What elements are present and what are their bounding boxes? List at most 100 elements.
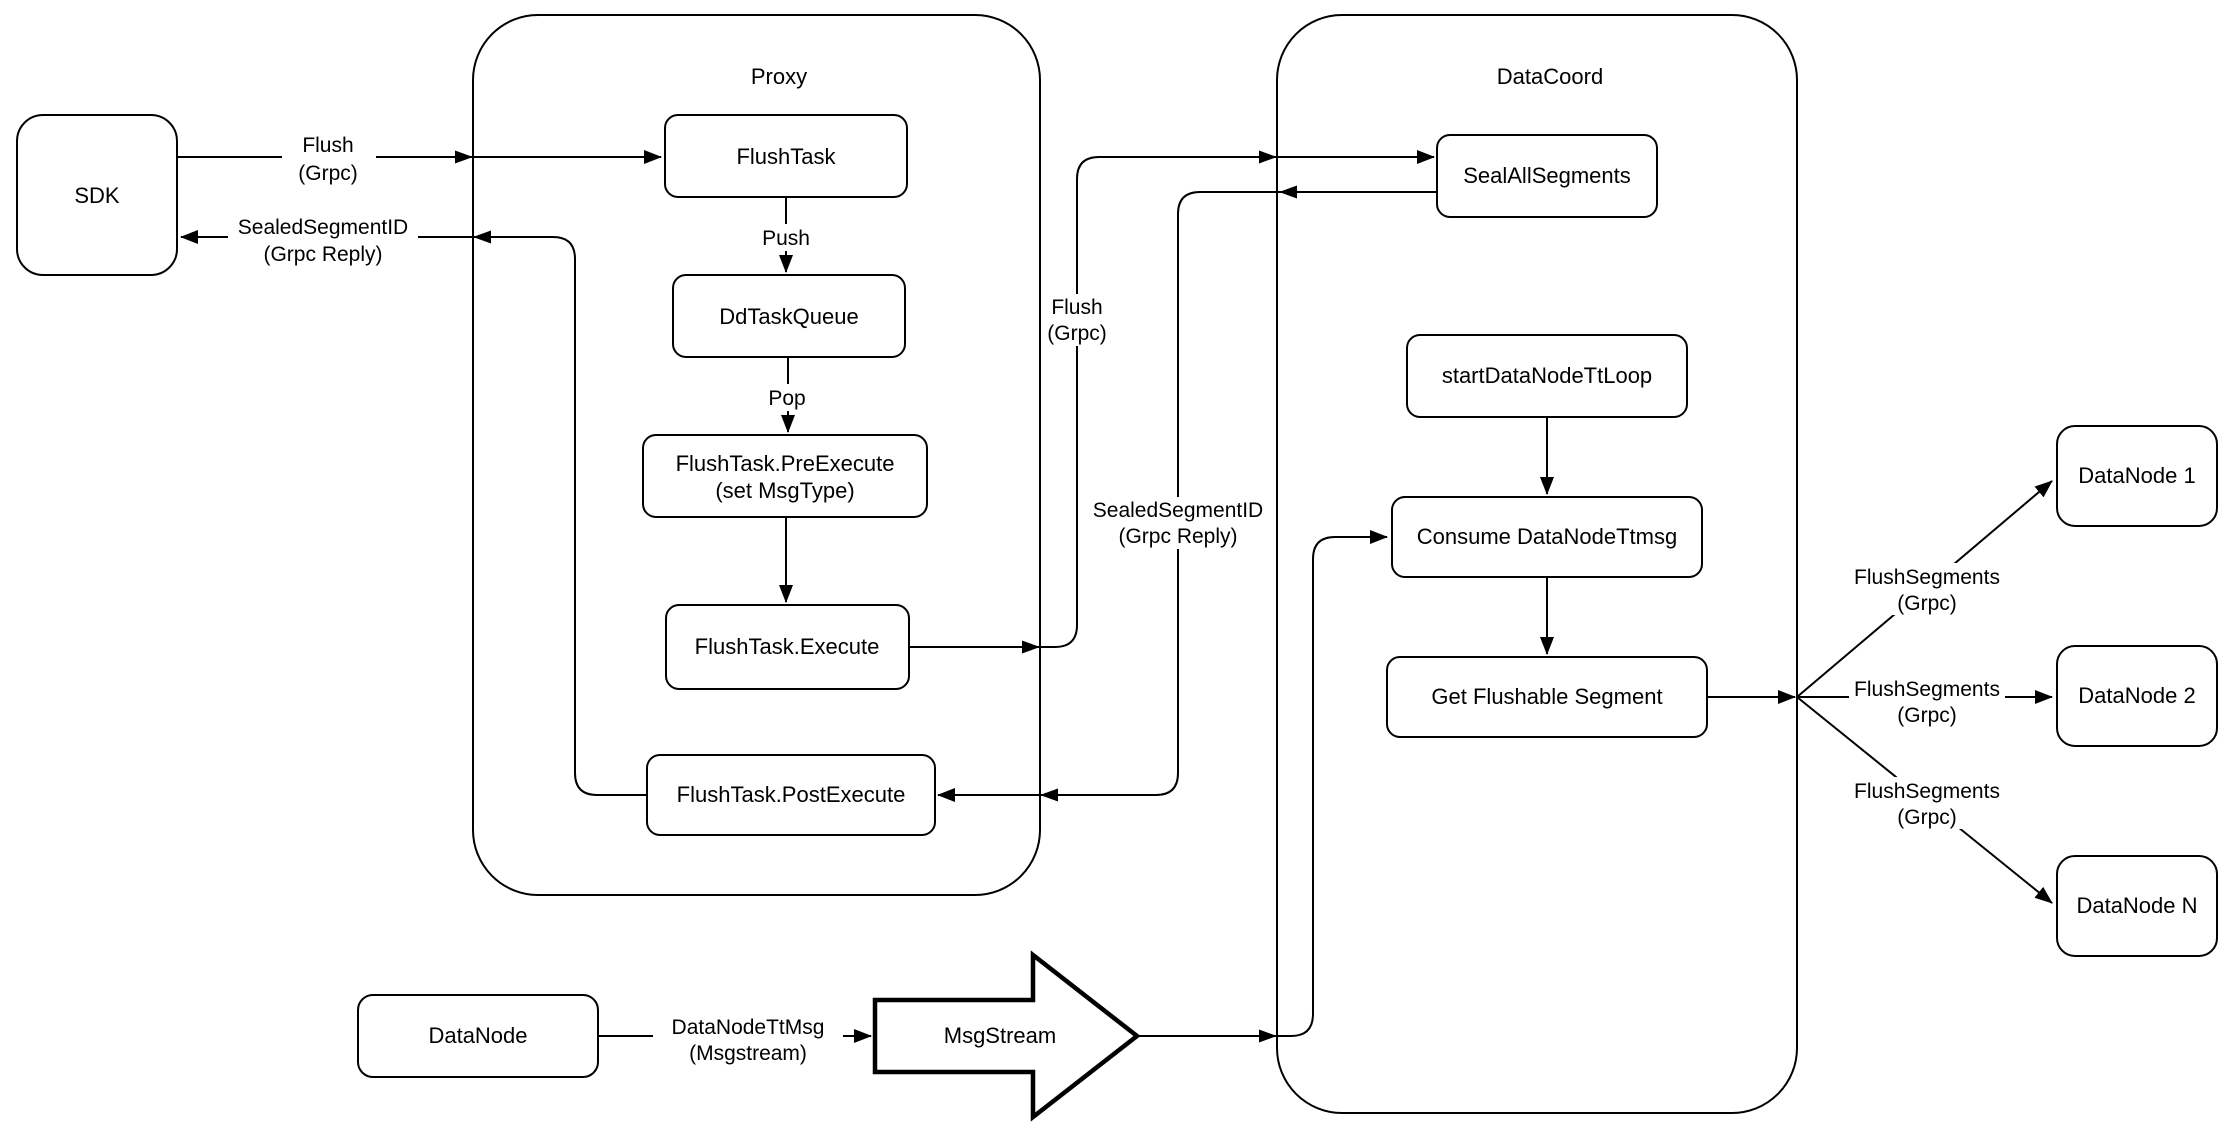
node-flushtask-postexecute-box — [646, 754, 936, 836]
svg-text:(Grpc Reply): (Grpc Reply) — [1118, 525, 1237, 548]
sealed-sdk-label-bg — [228, 213, 418, 269]
flushsegments2-label-bg — [1849, 675, 2005, 727]
svg-text:(Grpc): (Grpc) — [1897, 806, 1957, 829]
node-get-flushable-segment: Get Flushable Segment — [1386, 656, 1708, 738]
svg-text:SealedSegmentID: SealedSegmentID — [238, 216, 408, 239]
svg-text:Get Flushable Segment: Get Flushable Segment — [1431, 684, 1662, 709]
edge-sealall-proxy-boundary-arrowhead — [1040, 788, 1058, 802]
datanodettmsg-label-bg — [653, 1013, 843, 1065]
edge-sealall-datacoord-boundary-arrowhead — [1279, 185, 1297, 199]
edge-label-backgrounds — [228, 131, 2005, 1065]
edge-label-datanodettmsg: DataNodeTtMsg (Msgstream) — [672, 1016, 825, 1065]
node-datanoden: DataNode N — [2056, 855, 2218, 957]
svg-text:(Grpc Reply): (Grpc Reply) — [263, 243, 382, 266]
svg-text:(Msgstream): (Msgstream) — [689, 1042, 807, 1065]
edge-sdk-to-flushtask-boundary-arrowhead — [455, 150, 473, 164]
svg-text:Push: Push — [762, 227, 810, 250]
edge-execute-proxy-boundary-arrowhead — [1022, 640, 1040, 654]
nodes: SDK FlushTask DdTaskQueue FlushTask.PreE… — [16, 114, 2218, 1122]
svg-text:SDK: SDK — [74, 183, 120, 208]
svg-text:(Grpc): (Grpc) — [1897, 704, 1957, 727]
push-label-bg — [757, 224, 815, 251]
datacoord-container: DataCoord — [1276, 14, 1798, 1114]
node-ddtaskqueue-box — [672, 274, 906, 358]
pop-label-bg — [764, 384, 810, 411]
node-sdk: SDK — [16, 114, 178, 276]
svg-text:(Grpc): (Grpc) — [1897, 592, 1957, 615]
node-datanode-box — [357, 994, 599, 1078]
edge-label-flushsegments-1: FlushSegments (Grpc) — [1854, 566, 2000, 615]
svg-text:Consume DataNodeTtmsg: Consume DataNodeTtmsg — [1417, 524, 1677, 549]
edge-label-flush-sdk-proxy: Flush (Grpc) — [298, 134, 358, 185]
svg-text:FlushTask.Execute: FlushTask.Execute — [695, 634, 880, 659]
node-startdatanodettloop-box — [1406, 334, 1688, 418]
svg-text:SealedSegmentID: SealedSegmentID — [1093, 499, 1263, 522]
node-flushtask-execute: FlushTask.Execute — [665, 604, 910, 690]
svg-text:DataNode 2: DataNode 2 — [2078, 683, 2195, 708]
datacoord-container-title: DataCoord — [1497, 64, 1603, 89]
svg-text:SealAllSegments: SealAllSegments — [1463, 163, 1631, 188]
node-sdk-box — [16, 114, 178, 276]
svg-text:DataNode: DataNode — [428, 1023, 527, 1048]
svg-text:DataNode N: DataNode N — [2076, 893, 2197, 918]
edge-msgstream-datacoord-boundary-arrowhead — [1259, 1029, 1277, 1043]
node-flushtask-execute-box — [665, 604, 910, 690]
edge-label-sealedsegmentid-datacoord: SealedSegmentID (Grpc Reply) — [1093, 499, 1263, 548]
svg-text:(Grpc): (Grpc) — [1047, 322, 1107, 345]
node-startdatanodettloop: startDataNodeTtLoop — [1406, 334, 1688, 418]
svg-text:Flush: Flush — [302, 134, 353, 157]
node-sealallsegments-box — [1436, 134, 1658, 218]
edge-sealallsegments-to-postexecute — [937, 191, 1437, 802]
proxy-container-title: Proxy — [751, 64, 807, 89]
node-flushtask-preexecute: FlushTask.PreExecute (set MsgType) — [642, 434, 928, 518]
svg-text:DataNode 1: DataNode 1 — [2078, 463, 2195, 488]
edge-labels: Flush (Grpc) SealedSegmentID (Grpc Reply… — [238, 134, 2000, 1065]
svg-text:FlushSegments: FlushSegments — [1854, 678, 2000, 701]
svg-text:DataNodeTtMsg: DataNodeTtMsg — [672, 1016, 825, 1039]
node-sealallsegments: SealAllSegments — [1436, 134, 1658, 218]
node-datanode1: DataNode 1 — [2056, 425, 2218, 527]
svg-text:FlushTask: FlushTask — [736, 144, 836, 169]
node-consume-datanodettmsg-box — [1391, 496, 1703, 578]
flushsegments1-label-bg — [1849, 563, 2005, 615]
node-get-flushable-segment-box — [1386, 656, 1708, 738]
node-datanoden-box — [2056, 855, 2218, 957]
edge-label-flush-proxy-datacoord: Flush (Grpc) — [1047, 296, 1107, 345]
flush-mid-label-bg — [1043, 294, 1111, 346]
flushsegments3-label-bg — [1849, 777, 2005, 829]
edge-label-flushsegments-2: FlushSegments (Grpc) — [1854, 678, 2000, 727]
edge-label-pop: Pop — [768, 387, 805, 410]
sealed-mid-label-bg — [1084, 497, 1272, 549]
edge-label-push: Push — [762, 227, 810, 250]
node-datanode2: DataNode 2 — [2056, 645, 2218, 747]
svg-text:FlushTask.PreExecute: FlushTask.PreExecute — [676, 451, 895, 476]
edge-label-sealedsegmentid-sdk: SealedSegmentID (Grpc Reply) — [238, 216, 408, 266]
proxy-container-border — [472, 14, 1041, 896]
edge-postexecute-to-sdk — [180, 230, 647, 796]
msgstream-arrow-shape — [872, 950, 1141, 1122]
node-flushtask-box — [664, 114, 908, 198]
edge-execute-datacoord-boundary-arrowhead — [1259, 150, 1277, 164]
svg-text:startDataNodeTtLoop: startDataNodeTtLoop — [1442, 363, 1652, 388]
svg-text:FlushSegments: FlushSegments — [1854, 566, 2000, 589]
node-flushtask: FlushTask — [664, 114, 908, 198]
edge-execute-to-sealallsegments — [909, 150, 1435, 648]
proxy-container: Proxy — [472, 14, 1041, 896]
edges — [177, 150, 2053, 1043]
edge-msgstream-to-consume — [1139, 530, 1388, 1037]
svg-text:Pop: Pop — [768, 387, 805, 410]
node-consume-datanodettmsg: Consume DataNodeTtmsg — [1391, 496, 1703, 578]
node-flushtask-postexecute: FlushTask.PostExecute — [646, 754, 936, 836]
node-ddtaskqueue: DdTaskQueue — [672, 274, 906, 358]
edge-label-flushsegments-3: FlushSegments (Grpc) — [1854, 780, 2000, 829]
svg-text:FlushSegments: FlushSegments — [1854, 780, 2000, 803]
flush-sdk-label-bg — [282, 131, 376, 187]
svg-text:Flush: Flush — [1051, 296, 1102, 319]
svg-text:FlushTask.PostExecute: FlushTask.PostExecute — [677, 782, 906, 807]
edge-postexecute-to-sdk-boundary-arrowhead — [473, 230, 491, 244]
node-msgstream: MsgStream — [872, 950, 1141, 1122]
node-datanode1-box — [2056, 425, 2218, 527]
svg-text:DdTaskQueue: DdTaskQueue — [719, 304, 858, 329]
svg-text:(set MsgType): (set MsgType) — [715, 478, 854, 503]
